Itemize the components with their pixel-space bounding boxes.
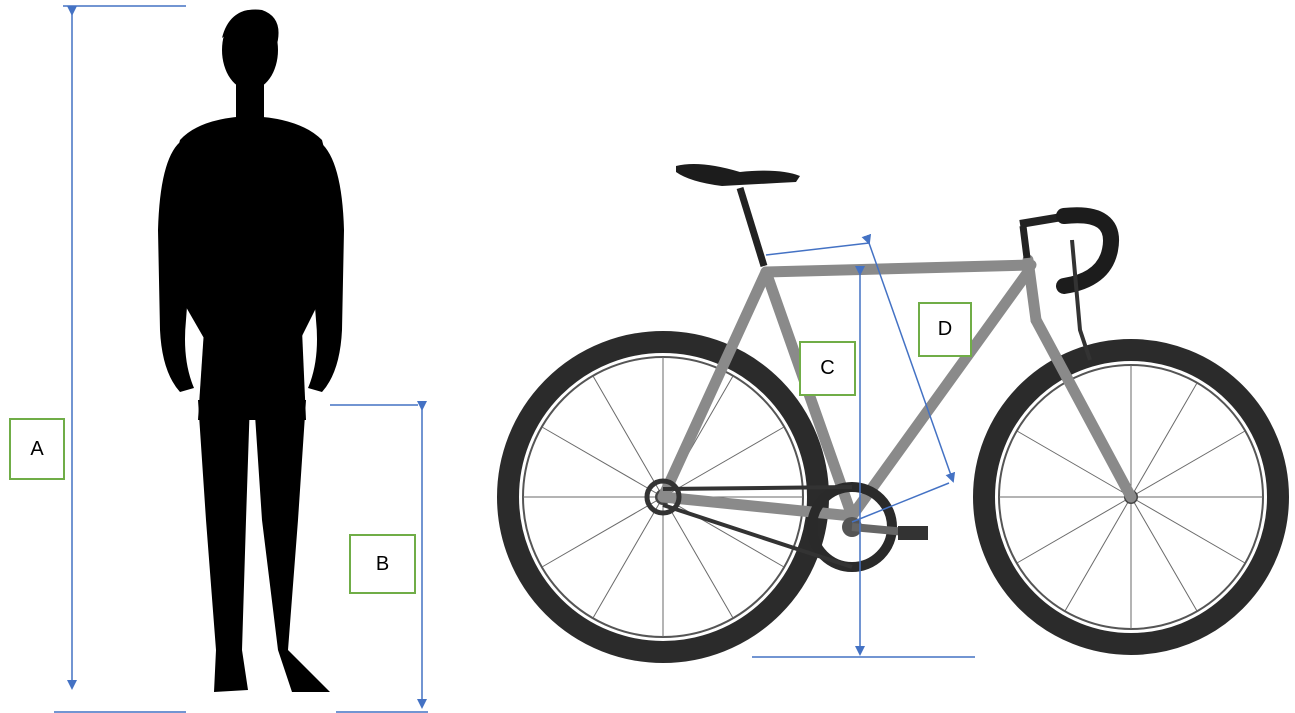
label-d: D xyxy=(918,302,972,357)
bike-frame xyxy=(663,260,1131,516)
label-a: A xyxy=(9,418,65,480)
saddle xyxy=(676,164,800,186)
label-c: C xyxy=(799,341,856,396)
fixed-gear-bicycle-icon xyxy=(508,164,1278,652)
human-silhouette-icon xyxy=(158,10,344,692)
label-b: B xyxy=(349,534,416,594)
